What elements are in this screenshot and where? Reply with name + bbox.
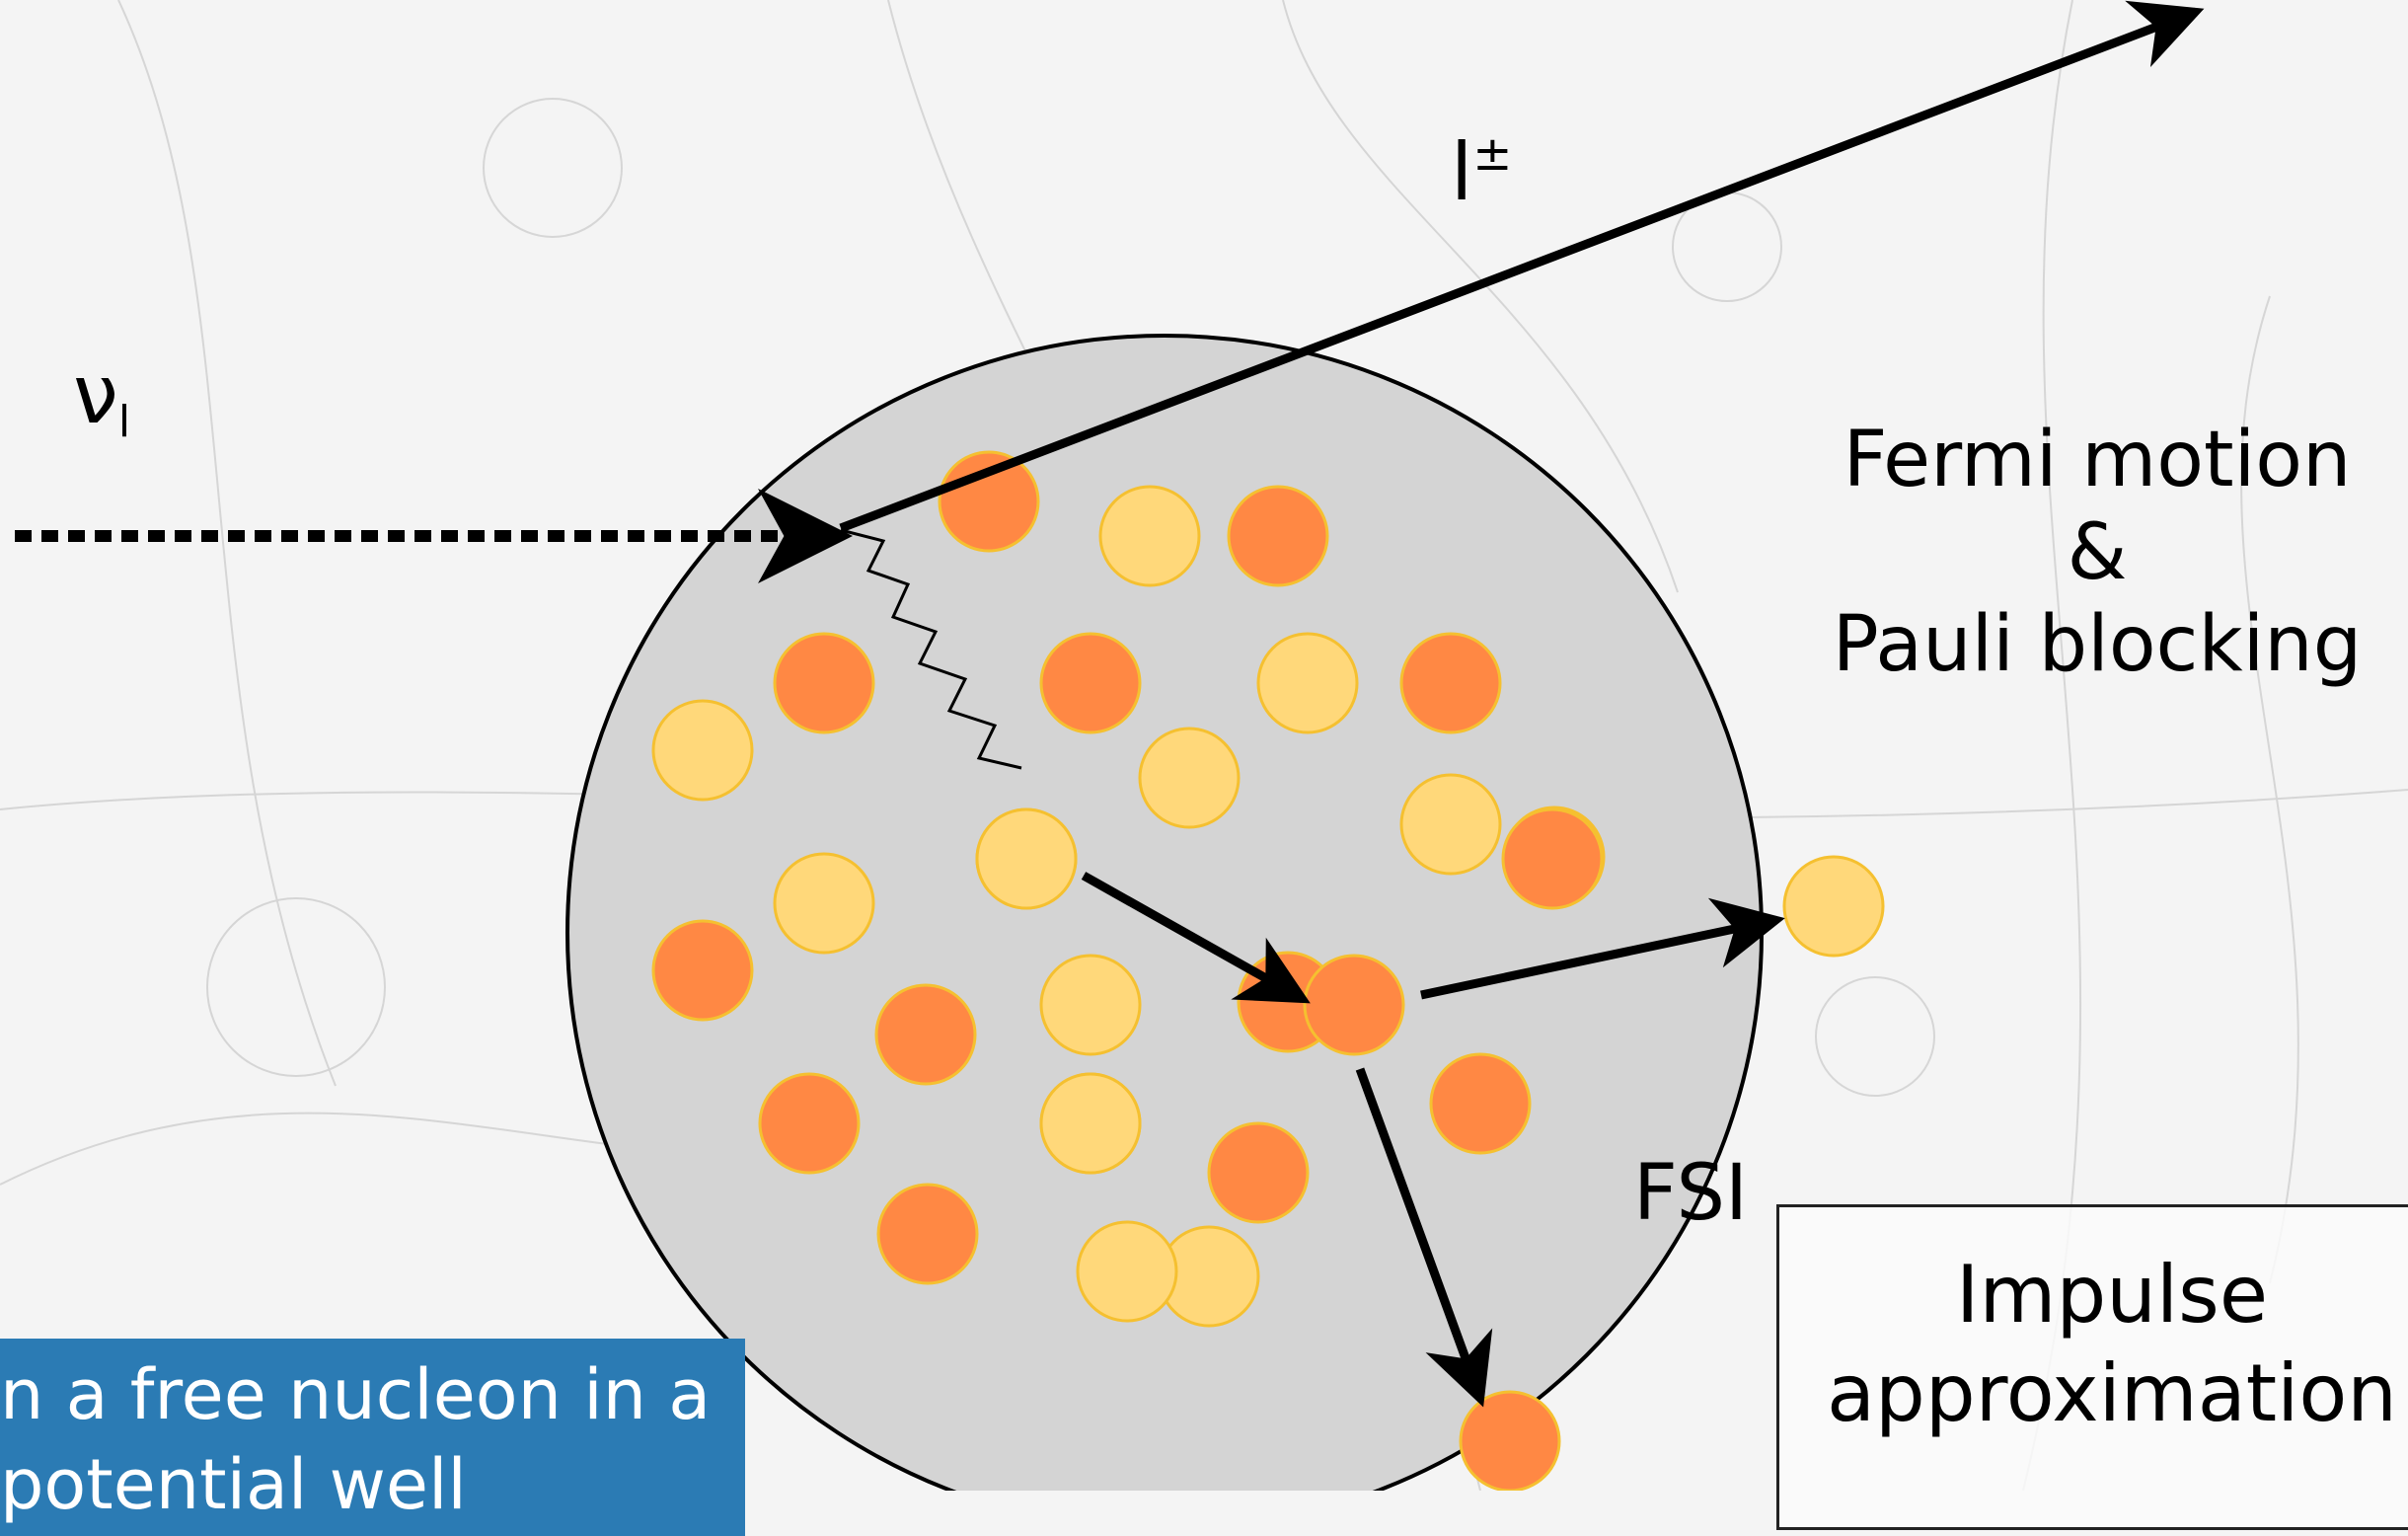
ejected-neutron	[1782, 855, 1885, 958]
neutron-nucleon	[773, 852, 875, 955]
struck-neutron	[975, 807, 1078, 910]
proton-nucleon	[1207, 1121, 1310, 1224]
impulse-approximation-box	[1776, 1204, 2408, 1530]
impulse-line-2: approximation	[1827, 1347, 2397, 1439]
neutron-nucleon	[1039, 954, 1142, 1056]
proton-nucleon	[1429, 1052, 1532, 1155]
outgoing-lepton-arrow	[839, 0, 2205, 533]
neutron-nucleon	[1256, 632, 1359, 734]
struck-nucleon-arrow	[1081, 872, 1311, 1004]
proton-nucleon	[773, 632, 875, 734]
impulse-line-1: Impulse	[1955, 1249, 2269, 1341]
fsi-arrow-down	[1355, 1067, 1493, 1408]
proton-nucleon	[1399, 632, 1502, 734]
proton-nucleon	[758, 1072, 861, 1175]
neutrino-label: νl	[73, 348, 131, 447]
diagram-canvas	[0, 0, 2408, 1491]
fsi-label: FSI	[1633, 1149, 1749, 1238]
fermi-line-3: Pauli blocking	[1832, 600, 2363, 690]
proton-nucleon	[938, 450, 1040, 553]
neutron-nucleon	[1039, 1072, 1142, 1175]
fermi-line-2: &	[2067, 507, 2128, 597]
ejected-proton	[1459, 1390, 1561, 1491]
exchange-boson-zigzag	[840, 528, 1022, 770]
fermi-line-1: Fermi motion	[1843, 416, 2352, 504]
impulse-approximation-label: Impulse approximation	[1781, 1246, 2408, 1443]
proton-nucleon	[874, 983, 977, 1086]
fermi-motion-label: Fermi motion & Pauli blocking	[1752, 415, 2408, 692]
proton-nucleon	[1227, 485, 1329, 587]
neutron-nucleon	[1399, 773, 1502, 876]
proton-nucleon	[651, 919, 754, 1022]
neutron-nucleon	[651, 699, 754, 802]
neutron-nucleon	[1098, 485, 1201, 587]
proton-nucleon	[1039, 632, 1142, 734]
neutron-nucleon	[1138, 727, 1241, 829]
neutron-nucleon	[1076, 1220, 1178, 1323]
lepton-label: l±	[1451, 126, 1513, 218]
fsi-arrow-right	[1420, 897, 1785, 1000]
caption-line-2: potential well	[0, 1444, 467, 1525]
proton-nucleon	[876, 1183, 979, 1285]
nucleon-group	[651, 450, 1885, 1491]
scattering-proton	[1303, 954, 1405, 1056]
caption-line-1: n a free nucleon in a	[0, 1354, 712, 1435]
caption-box: n a free nucleon in a potential well	[0, 1339, 745, 1536]
edge-proton	[1501, 807, 1604, 910]
